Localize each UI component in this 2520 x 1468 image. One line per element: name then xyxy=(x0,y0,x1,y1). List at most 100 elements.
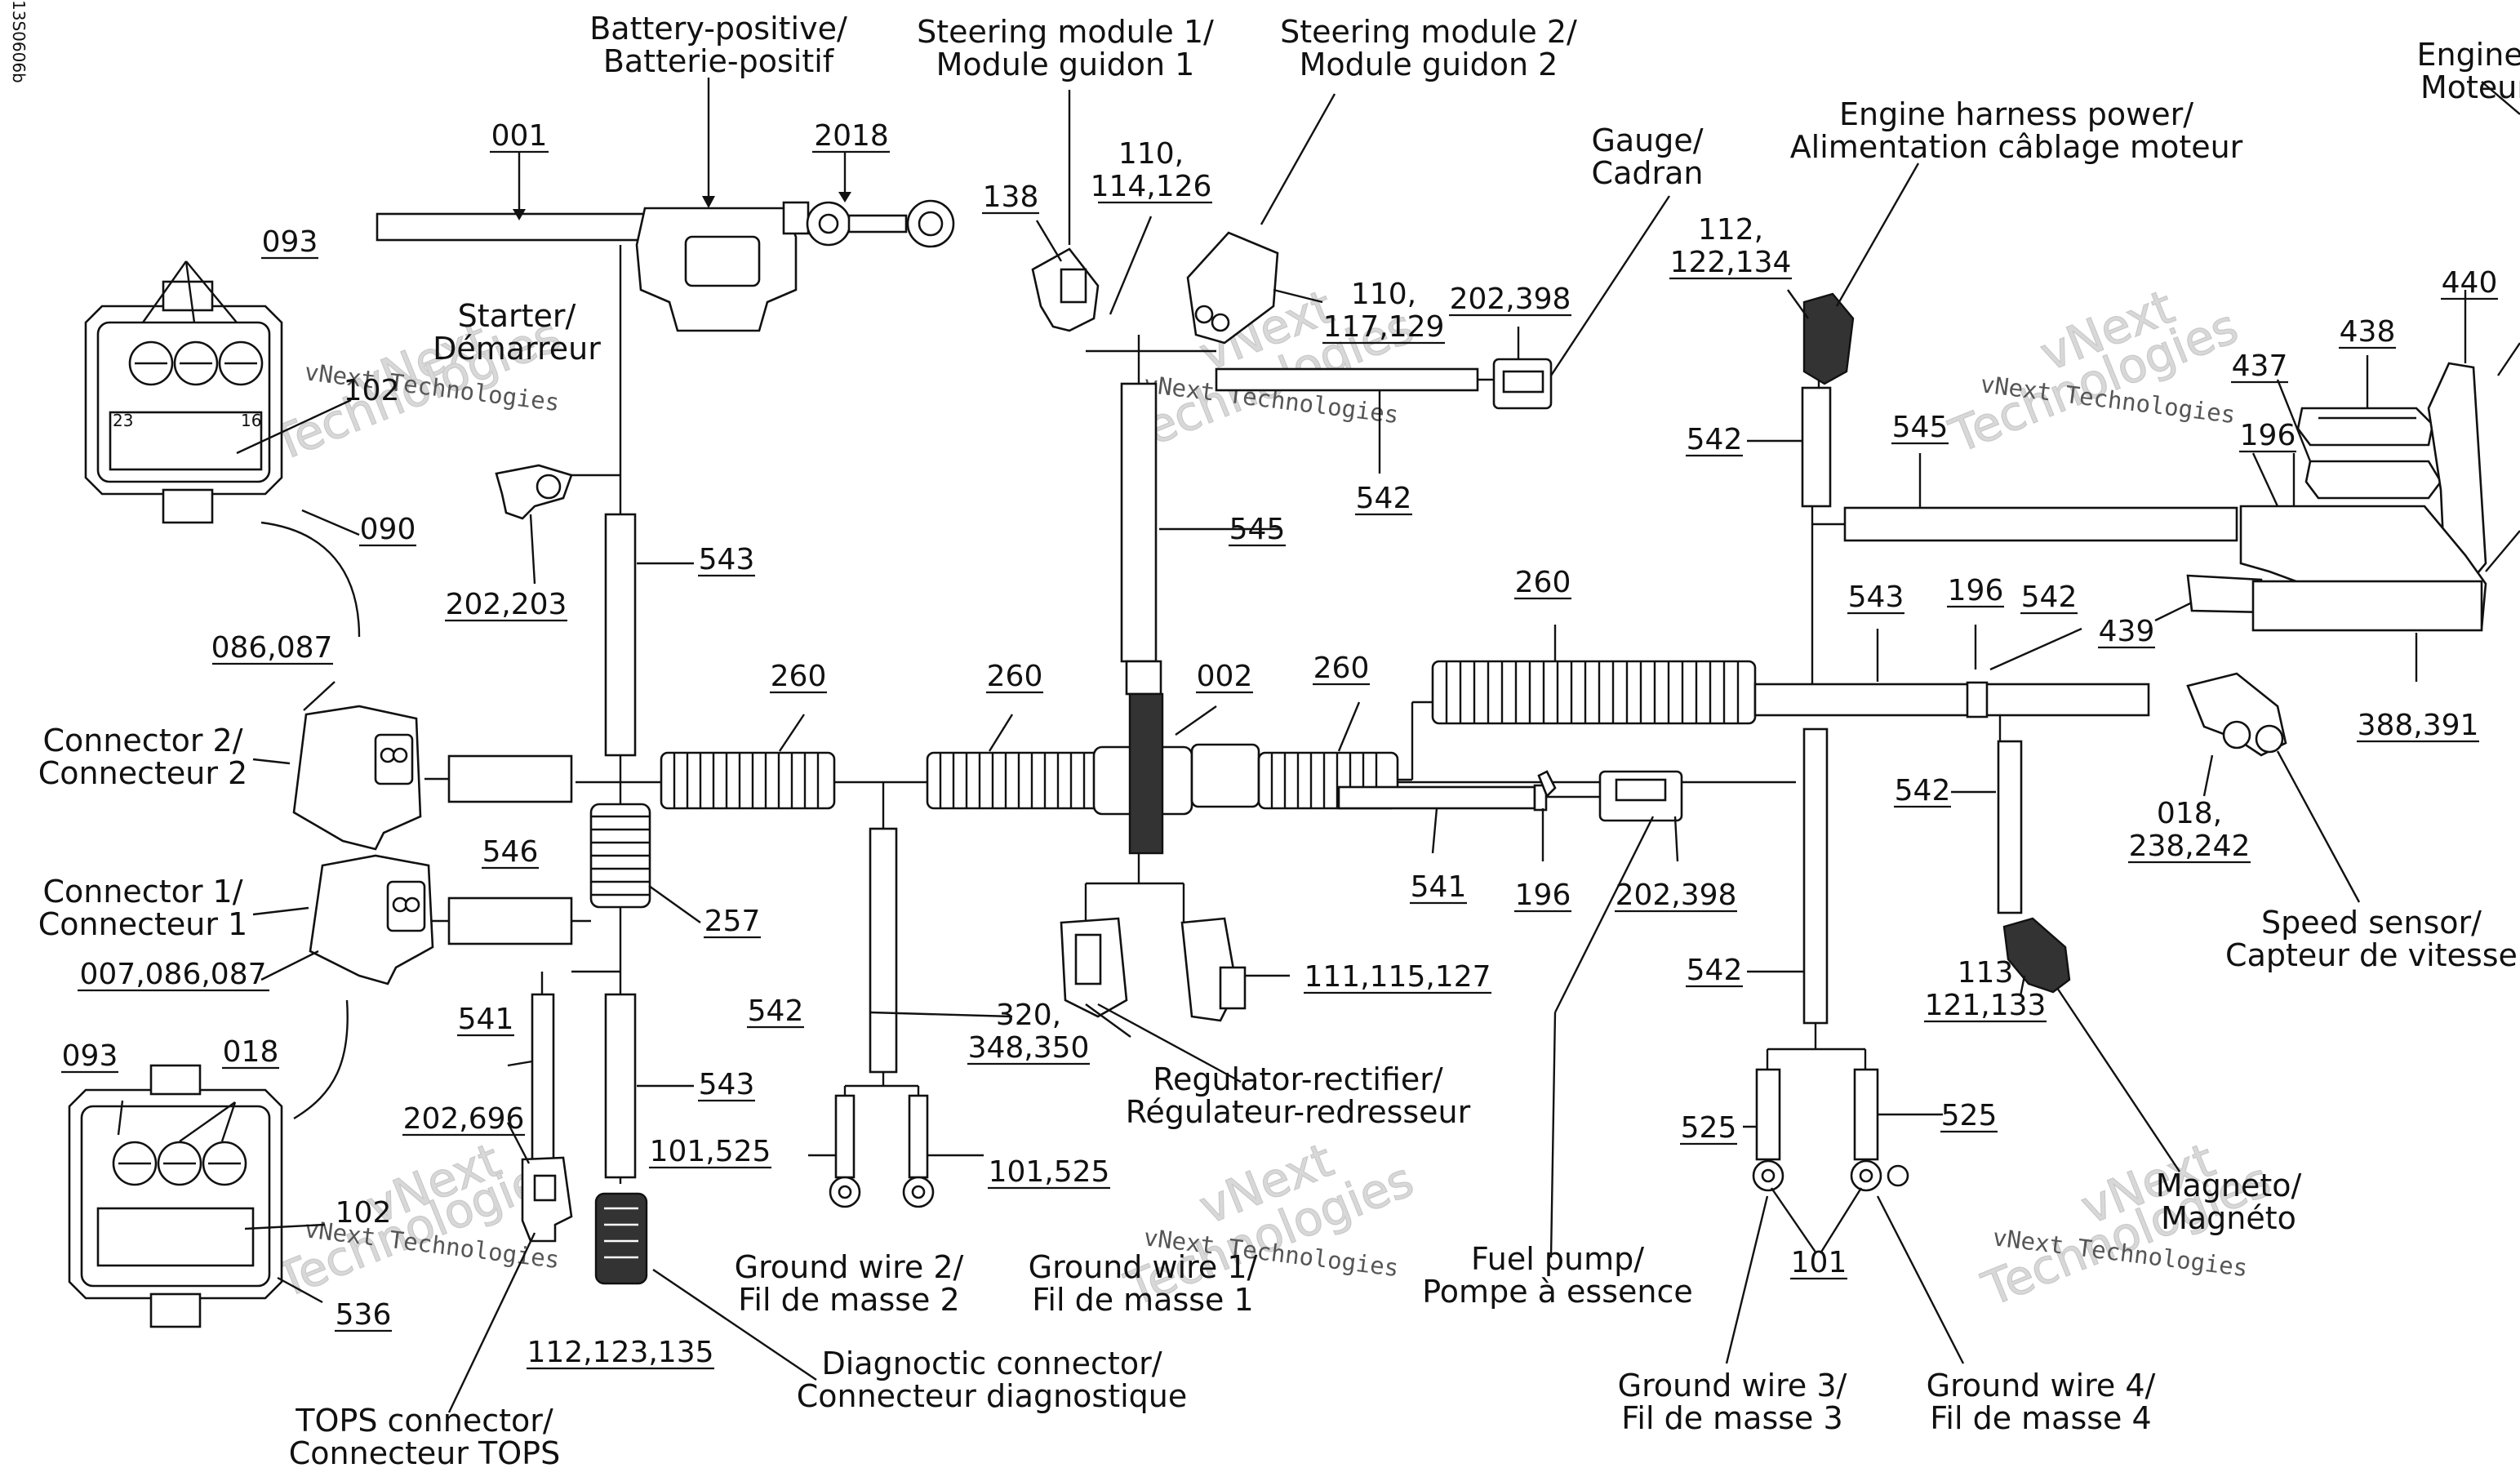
regulator-rectifier-label: Regulator-rectifier/Régulateur-redresseu… xyxy=(1126,1061,1471,1130)
part-number: 542 xyxy=(2021,581,2078,614)
part-number: 525 xyxy=(1941,1099,1998,1132)
diagnostic-connector xyxy=(594,1192,648,1285)
svg-text:23: 23 xyxy=(113,411,133,430)
part-number: 543 xyxy=(1848,581,1904,614)
leader-lines xyxy=(117,78,2520,1413)
steering-module-1-connector xyxy=(1031,247,1100,332)
harness-wires xyxy=(376,212,2238,1187)
tops-connector xyxy=(521,1156,573,1243)
document-code: 13S0606b xyxy=(9,0,29,83)
part-number: 541 xyxy=(458,1003,514,1036)
part-number: 138 xyxy=(983,180,1039,214)
part-number: 260 xyxy=(1515,566,1571,599)
ground-stud-mark xyxy=(1887,1164,1909,1187)
engine-harness-power-label: Engine harness power/Alimentation câblag… xyxy=(1790,96,2243,165)
part-number: 111,115,127 xyxy=(1304,960,1491,994)
part-number: 090 xyxy=(360,513,416,546)
part-number: 542 xyxy=(1895,774,1951,807)
connector-2-label: Connector 2/Connecteur 2 xyxy=(38,723,247,791)
gauge-connector xyxy=(1492,358,1553,410)
connector-2 xyxy=(292,705,422,851)
part-number: 002 xyxy=(1197,660,1253,693)
steering-module-2-connector xyxy=(1186,231,1279,345)
part-number: 101 xyxy=(1791,1246,1847,1279)
ground-ring-1 xyxy=(902,1176,935,1208)
part-number: 196 xyxy=(2240,419,2296,452)
svg-text:16: 16 xyxy=(241,411,261,430)
engine-connector-438 xyxy=(2296,407,2434,447)
part-number: 257 xyxy=(704,905,761,938)
part-number: 102 xyxy=(344,374,400,407)
battery-positive-label: Battery-positive/Batterie-positif xyxy=(589,11,847,79)
engine-connector-439 xyxy=(2186,574,2483,632)
conduit-260-left xyxy=(660,751,836,810)
part-number: 541 xyxy=(1411,870,1467,904)
part-number: 102 xyxy=(336,1196,392,1230)
steering-module-1-label: Steering module 1/Module guidon 1 xyxy=(917,14,1214,82)
part-number: 112,122,134 xyxy=(1670,213,1792,279)
part-number: 525 xyxy=(1681,1111,1737,1145)
part-number: 542 xyxy=(1687,954,1743,987)
ground-ring-4 xyxy=(1850,1159,1882,1192)
part-number: 110,114,126 xyxy=(1091,137,1212,203)
part-number: 437 xyxy=(2232,349,2288,383)
conduit-260-long xyxy=(1431,660,1757,725)
part-numbers: 001 2018 093 102 090 202,203 543 086,087… xyxy=(61,119,2498,1370)
part-number: 101,525 xyxy=(650,1135,771,1168)
conduit-257 xyxy=(589,803,651,909)
ground-ring-2 xyxy=(829,1176,861,1208)
connector-090: 23 16 xyxy=(84,280,283,524)
engine-connector-437 xyxy=(2304,460,2442,500)
conduit-260-mid xyxy=(926,751,1102,810)
part-number: 093 xyxy=(62,1039,118,1073)
part-number: 202,696 xyxy=(403,1102,525,1136)
part-number: 536 xyxy=(336,1298,392,1332)
part-number: 110,117,129 xyxy=(1323,278,1445,344)
regulator-connector-b xyxy=(1180,917,1247,1022)
part-number: 202,398 xyxy=(1616,879,1737,912)
components: 23 16 xyxy=(68,199,2487,1328)
part-number: 196 xyxy=(1948,574,2004,607)
part-number: 438 xyxy=(2340,315,2396,349)
part-number: 007,086,087 xyxy=(79,958,266,991)
magneto-label: Magneto/Magnéto xyxy=(2156,1168,2302,1236)
clip-196 xyxy=(1537,770,1557,799)
starter-label: Starter/Démarreur xyxy=(433,298,601,367)
speed-sensor-label: Speed sensor/Capteur de vitesse xyxy=(2225,905,2518,973)
connector-1-label: Connector 1/Connecteur 1 xyxy=(38,874,247,942)
speed-sensor-connector xyxy=(2186,672,2287,757)
part-number: 196 xyxy=(1515,879,1571,912)
engine-harness-power-connector xyxy=(1802,292,1855,385)
connector-1 xyxy=(309,854,434,985)
ground-wire-1-label: Ground wire 1/Fil de masse 1 xyxy=(1029,1249,1258,1318)
part-number: 388,391 xyxy=(2358,709,2479,742)
fuel-pump-connector xyxy=(1598,770,1683,822)
part-number: 2018 xyxy=(814,119,889,153)
part-number: 101,525 xyxy=(989,1155,1110,1189)
gauge-label: Gauge/Cadran xyxy=(1591,122,1703,191)
magneto-connector xyxy=(2002,917,2071,994)
part-number: 545 xyxy=(1229,513,1286,546)
connector-536 xyxy=(68,1064,283,1328)
part-number: 001 xyxy=(491,119,548,153)
part-number: 543 xyxy=(699,543,755,576)
part-number: 440 xyxy=(2442,266,2498,300)
part-number: 202,398 xyxy=(1450,282,1571,316)
part-number: 112,123,135 xyxy=(527,1336,713,1369)
part-number: 320,348,350 xyxy=(968,999,1090,1065)
part-number: 202,203 xyxy=(446,588,567,621)
starter-terminal xyxy=(495,464,573,520)
diagnostic-connector-label: Diagnoctic connector/Connecteur diagnost… xyxy=(797,1346,1188,1414)
ground-wire-4-label: Ground wire 4/Fil de masse 4 xyxy=(1927,1368,2156,1436)
part-number: 542 xyxy=(1356,482,1412,515)
ground-ring-3 xyxy=(1752,1159,1784,1192)
steering-module-2-label: Steering module 2/Module guidon 2 xyxy=(1280,14,1577,82)
part-number: 543 xyxy=(699,1068,755,1101)
part-number: 542 xyxy=(748,994,804,1028)
ground-wire-2-label: Ground wire 2/Fil de masse 2 xyxy=(735,1249,964,1318)
part-number: 260 xyxy=(987,660,1043,693)
tops-connector-label: TOPS connector/Connecteur TOPS xyxy=(289,1403,560,1468)
part-number: 086,087 xyxy=(211,631,333,665)
